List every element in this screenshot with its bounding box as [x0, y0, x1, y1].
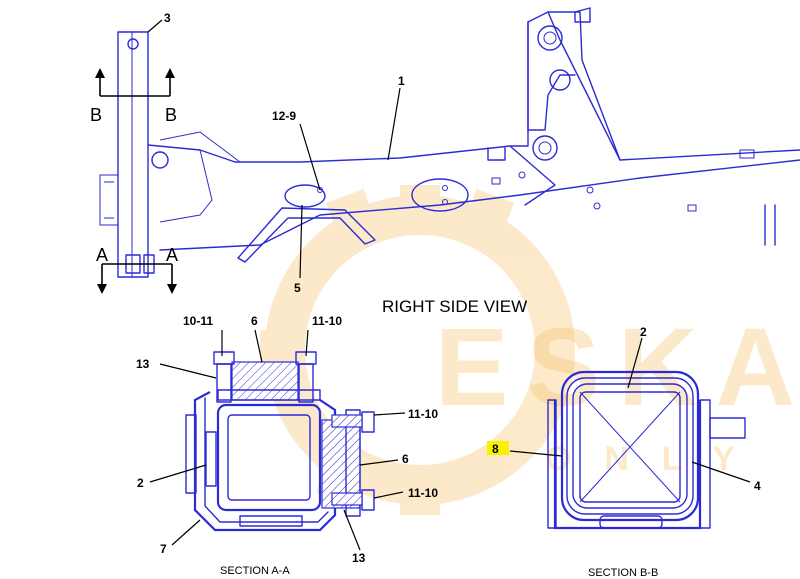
section-cut-a [97, 263, 177, 294]
view-title: RIGHT SIDE VIEW [382, 297, 527, 316]
oval-cover-plate [411, 178, 469, 212]
callout-13-bot: 13 [352, 551, 366, 565]
callout-11-10-bot: 11-10 [408, 486, 438, 500]
section-bb-drawing [547, 370, 746, 530]
frame-rail-1 [147, 11, 800, 251]
tube-inner [579, 391, 681, 503]
callout-7: 7 [160, 542, 167, 556]
cut-letter-b-left: B [90, 105, 102, 125]
cut-letter-a-left: A [96, 245, 108, 265]
callout-8: 8 [492, 442, 499, 456]
callout-3: 3 [164, 11, 171, 25]
watermark-brand: ESKA [435, 306, 795, 429]
callout-6-top: 6 [251, 314, 258, 328]
callout-11-10-top: 11-10 [312, 314, 342, 328]
callout-4: 4 [754, 479, 761, 493]
tube-outer [560, 370, 700, 522]
mounting-plate-3 [117, 31, 149, 278]
callout-11-10-mid: 11-10 [408, 407, 438, 421]
section-title-aa: SECTION A-A [220, 565, 290, 577]
callout-13-top: 13 [136, 357, 150, 371]
clamp-block-top [231, 361, 299, 401]
section-title-bb: SECTION B-B [588, 567, 658, 579]
section-aa-drawing [185, 351, 375, 532]
right-side-view: B B A A 3 1 12-9 5 [90, 7, 800, 295]
callout-8-highlight [487, 441, 509, 455]
access-plate-12-9 [284, 184, 326, 208]
cut-letter-b-right: B [165, 105, 177, 125]
cut-letter-a-right: A [166, 245, 178, 265]
callout-12-9: 12-9 [272, 109, 296, 123]
bent-plate-5 [237, 207, 376, 263]
square-tube [216, 403, 322, 512]
callout-2-right: 2 [640, 325, 647, 339]
callout-1: 1 [398, 74, 405, 88]
callout-5: 5 [294, 281, 301, 295]
callout-10-11: 10-11 [183, 314, 213, 328]
section-cut-b [95, 68, 175, 97]
callout-2-left: 2 [137, 476, 144, 490]
callout-6-right: 6 [402, 452, 409, 466]
